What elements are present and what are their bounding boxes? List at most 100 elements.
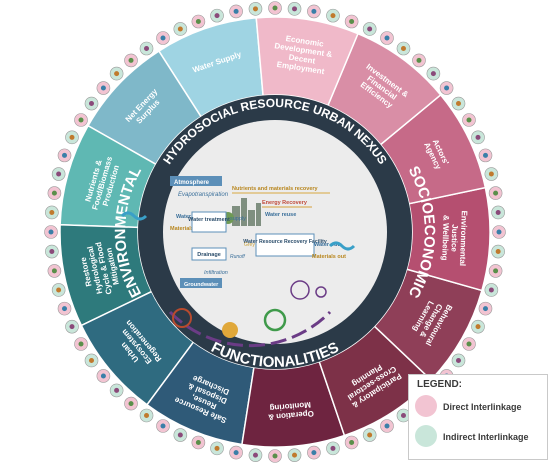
interlinkage-glyph-icon bbox=[400, 412, 406, 418]
interlinkage-glyph-icon bbox=[252, 452, 258, 458]
interlinkage-glyph-icon bbox=[482, 152, 488, 158]
interlinkage-glyph-icon bbox=[330, 445, 336, 451]
interlinkage-glyph-icon bbox=[51, 190, 57, 196]
supply-label: supply bbox=[230, 216, 246, 222]
interlinkage-glyph-icon bbox=[160, 423, 166, 429]
interlinkage-glyph-icon bbox=[144, 412, 150, 418]
interlinkage-glyph-icon bbox=[49, 209, 55, 215]
wrrf-label: Water Resource Recovery Facility bbox=[243, 239, 327, 245]
interlinkage-glyph-icon bbox=[114, 387, 120, 393]
interlinkage-glyph-icon bbox=[416, 57, 422, 63]
interlinkage-glyph-icon bbox=[233, 450, 239, 456]
interlinkage-glyph-icon bbox=[466, 117, 472, 123]
atmosphere-box bbox=[170, 176, 222, 186]
interlinkage-glyph-icon bbox=[311, 8, 317, 14]
recycle-icon bbox=[172, 308, 192, 328]
interlinkage-glyph-icon bbox=[89, 101, 95, 107]
interlinkage-glyph-icon bbox=[292, 6, 298, 12]
groundwater-box bbox=[180, 278, 222, 288]
interlinkage-glyph-icon bbox=[51, 268, 57, 274]
green-cycle-icon bbox=[263, 308, 287, 332]
interlinkage-glyph-icon bbox=[214, 13, 220, 19]
interlinkage-glyph-icon bbox=[177, 26, 183, 32]
interlinkage-glyph-icon bbox=[455, 101, 461, 107]
interlinkage-glyph-icon bbox=[400, 46, 406, 52]
grey-label: Grey bbox=[244, 242, 255, 248]
interlinkage-glyph-icon bbox=[272, 5, 278, 11]
interlinkage-glyph-icon bbox=[493, 190, 499, 196]
interlinkage-glyph-icon bbox=[488, 287, 494, 293]
segment-label-economic-dev: EconomicDevelopment &DecentEmployment bbox=[271, 32, 334, 77]
interlinkage-glyph-icon bbox=[444, 85, 450, 91]
interlinkage-glyph-icon bbox=[252, 6, 258, 12]
interlinkage-glyph-icon bbox=[367, 432, 373, 438]
groundwater-label: Groundwater bbox=[184, 282, 219, 288]
drainage-box bbox=[191, 247, 227, 261]
water-reuse-label: Water reuse bbox=[265, 212, 296, 218]
interlinkage-glyph-icon bbox=[144, 46, 150, 52]
interlinkage-glyph-icon bbox=[311, 450, 317, 456]
interlinkage-glyph-icon bbox=[367, 26, 373, 32]
water-out-label: Water out bbox=[314, 242, 339, 248]
cycle-arc bbox=[168, 310, 332, 348]
interlinkage-glyph-icon bbox=[455, 357, 461, 363]
inner-schematic: Atmosphere Evapotranspiration Nutrients … bbox=[120, 176, 356, 348]
interlinkage-glyph-icon bbox=[488, 171, 494, 177]
interlinkage-glyph-icon bbox=[49, 249, 55, 255]
segment-label-environmental-justice: EnvironmentalJustice& Wellbeing bbox=[440, 210, 469, 266]
interlinkage-glyph-icon bbox=[56, 287, 62, 293]
water-in-label: Water in bbox=[176, 214, 198, 220]
interlinkage-glyph-icon bbox=[384, 35, 390, 41]
legend: LEGEND: Direct Interlinkage Indirect Int… bbox=[408, 374, 548, 460]
evapotranspiration-label: Evapotranspiration bbox=[178, 192, 229, 198]
interlinkage-glyph-icon bbox=[114, 71, 120, 77]
segment-label-operation: Operation &Monitoring bbox=[267, 400, 314, 422]
interlinkage-glyph-icon bbox=[62, 306, 68, 312]
interlinkage-glyph-icon bbox=[214, 445, 220, 451]
interlinkage-glyph-icon bbox=[100, 85, 106, 91]
drainage-label: Drainage bbox=[197, 252, 221, 258]
interlinkage-glyph-icon bbox=[349, 19, 355, 25]
interlinkage-glyph-icon bbox=[466, 341, 472, 347]
interlinkage-glyph-icon bbox=[62, 152, 68, 158]
runoff-label: Runoff bbox=[230, 254, 245, 260]
interlinkage-glyph-icon bbox=[292, 452, 298, 458]
interlinkage-glyph-icon bbox=[78, 341, 84, 347]
water-out-wave-icon bbox=[328, 241, 356, 251]
interlinkage-glyph-icon bbox=[100, 373, 106, 379]
interlinkage-glyph-icon bbox=[160, 35, 166, 41]
interlinkage-glyph-icon bbox=[233, 8, 239, 14]
interlinkage-glyph-icon bbox=[384, 423, 390, 429]
interlinkage-glyph-icon bbox=[349, 439, 355, 445]
infiltration-label: Infiltration bbox=[204, 270, 228, 276]
wrrf-box bbox=[255, 233, 315, 257]
interlinkage-glyph-icon bbox=[56, 171, 62, 177]
people-icon bbox=[315, 286, 327, 298]
legend-title: LEGEND: bbox=[417, 379, 462, 390]
legend-label-direct: Direct Interlinkage bbox=[443, 402, 522, 412]
interlinkage-glyph-icon bbox=[128, 57, 134, 63]
materials-out-label: Materials out bbox=[312, 254, 346, 260]
interlinkage-glyph-icon bbox=[330, 13, 336, 19]
interlinkage-glyph-icon bbox=[493, 268, 499, 274]
interlinkage-glyph-icon bbox=[495, 249, 501, 255]
interlinkage-glyph-icon bbox=[475, 134, 481, 140]
interlinkage-glyph-icon bbox=[78, 117, 84, 123]
interlinkage-glyph-icon bbox=[177, 432, 183, 438]
interlinkage-glyph-icon bbox=[430, 71, 436, 77]
icon-dots-ring bbox=[44, 1, 506, 463]
energy-recovery-label: Energy Recovery bbox=[262, 200, 308, 206]
legend-label-indirect: Indirect Interlinkage bbox=[443, 432, 529, 442]
people-network-icon bbox=[290, 280, 310, 300]
legend-swatch-indirect bbox=[415, 425, 437, 447]
interlinkage-glyph-icon bbox=[195, 439, 201, 445]
water-treatment-label: Water treatment bbox=[188, 217, 230, 223]
interlinkage-glyph-icon bbox=[69, 324, 75, 330]
interlinkage-glyph-icon bbox=[482, 306, 488, 312]
segment-label-restore-hydro: RestoreHydrologicalCycle & FloodMitigati… bbox=[76, 239, 122, 299]
interlinkage-glyph-icon bbox=[272, 453, 278, 459]
atmosphere-label: Atmosphere bbox=[174, 180, 210, 186]
